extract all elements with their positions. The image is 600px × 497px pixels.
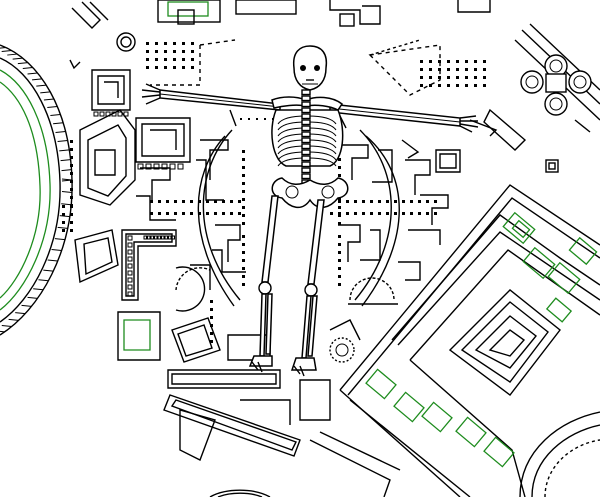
central-plan-walls <box>136 129 461 363</box>
dashed-triangles <box>150 39 441 96</box>
bottom-left-complex <box>117 311 401 497</box>
green-rooms <box>365 211 598 468</box>
right-compound <box>339 184 600 497</box>
misc-marks <box>69 59 498 159</box>
colonnade-dots <box>62 42 486 343</box>
top-right-rotunda <box>483 23 600 173</box>
left-arc-building <box>0 44 73 336</box>
left-building-blocks <box>74 69 191 301</box>
skeleton-figure <box>141 45 479 377</box>
top-structures <box>71 0 491 52</box>
